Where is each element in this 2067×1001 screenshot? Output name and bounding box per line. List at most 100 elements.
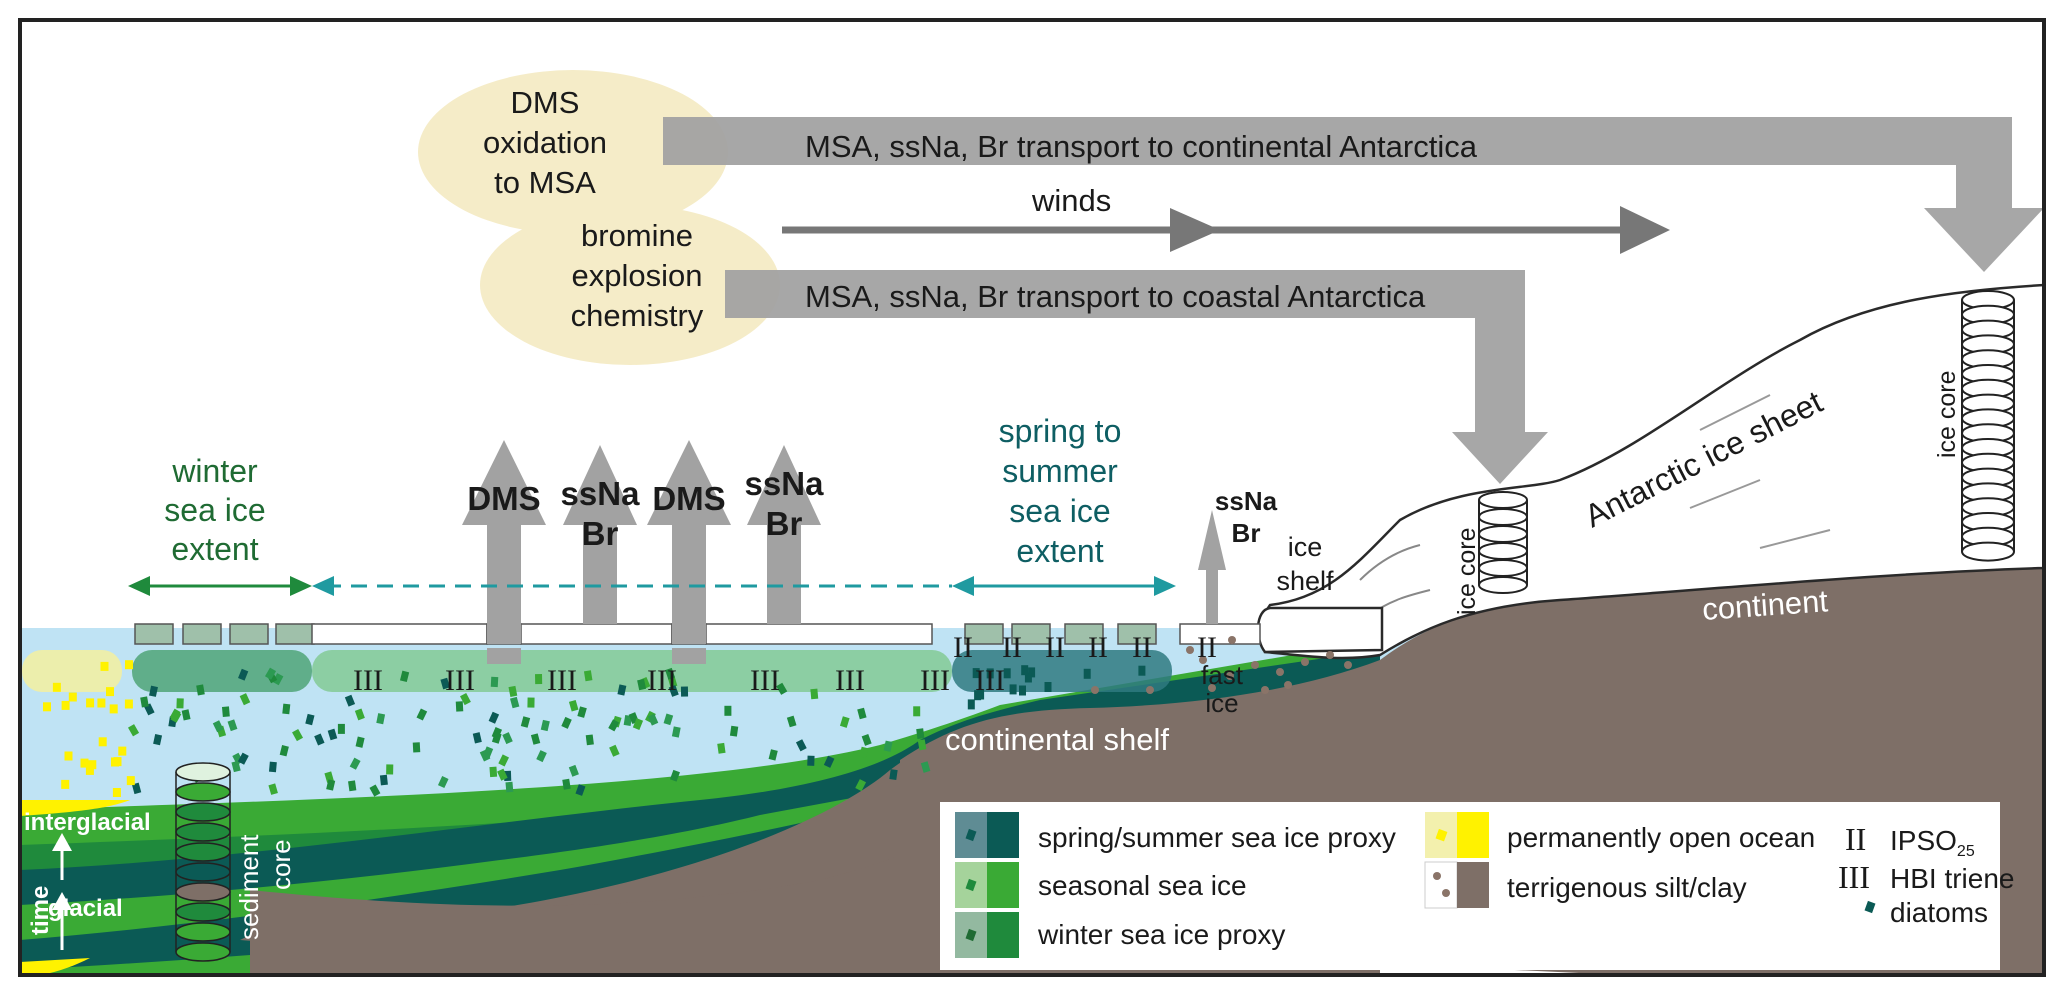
- diatom-open-ocean: [106, 687, 114, 697]
- diatom: [859, 746, 869, 759]
- diatom: [561, 716, 572, 729]
- diatom: [337, 723, 345, 734]
- sea-ice-floe: [1117, 623, 1157, 645]
- diatom-open-ocean: [61, 779, 70, 789]
- coastal-ice-core: [1478, 491, 1528, 594]
- diatom: [807, 755, 815, 766]
- diatom: [729, 725, 739, 737]
- winds-arrowhead-1: [1170, 208, 1220, 252]
- diatom: [717, 742, 726, 754]
- ipso25-mark: II: [1197, 631, 1217, 664]
- ssna-emission-arrow-3: [1198, 510, 1226, 624]
- ice-shelf-stroke: [1359, 544, 1421, 581]
- diatom: [857, 707, 867, 720]
- diatom-open-ocean: [98, 737, 107, 747]
- br-label-3: Br: [1232, 518, 1261, 548]
- diatom-open-ocean: [52, 682, 61, 692]
- diatom: [282, 703, 291, 715]
- legend-diatom-marker: [1435, 828, 1448, 842]
- spring-summer-proxy-zone: [952, 650, 1172, 692]
- diatom: [181, 709, 191, 721]
- diatom: [399, 670, 410, 683]
- sea-ice-floe: [1064, 623, 1104, 645]
- legend-ipso25-label: IPSO25: [1890, 825, 1975, 860]
- diatom-spring: [1019, 685, 1026, 696]
- dms-emission-arrow-1: [462, 440, 546, 624]
- diatom: [412, 742, 421, 753]
- diatom-spring: [972, 668, 980, 679]
- diatom: [131, 782, 142, 795]
- diatom: [861, 734, 872, 746]
- diatom: [585, 734, 594, 746]
- diatom: [212, 720, 224, 733]
- ice-sheet-stroke: [1759, 529, 1831, 549]
- time-label: time: [27, 886, 54, 935]
- diatom: [786, 715, 797, 728]
- time-arrow-head-1: [52, 892, 72, 910]
- diatom: [669, 769, 680, 782]
- ssna-label-3: ssNa: [1215, 486, 1278, 516]
- diatom: [437, 776, 449, 789]
- sea-ice-floe: [1011, 623, 1051, 645]
- diatom-spring: [1044, 682, 1052, 692]
- diatom: [668, 685, 679, 697]
- diatom-spring: [986, 668, 994, 679]
- silt-particle: [1208, 684, 1216, 692]
- core-disc: [175, 802, 231, 822]
- transport-coastal-label: MSA, ssNa, Br transport to coastal Antar…: [805, 279, 1426, 314]
- diatom: [577, 706, 587, 718]
- silt-particle: [1199, 656, 1207, 664]
- ipso25-mark: II: [1088, 631, 1108, 664]
- antarctic-ice-sheet: [1263, 283, 2044, 660]
- diatom: [386, 764, 394, 775]
- interglacial-label: interglacial: [24, 809, 151, 836]
- dms-arrow-base-2: [672, 648, 706, 664]
- coastal-ice-core-label: ice core: [1453, 527, 1481, 615]
- diatom: [349, 757, 361, 770]
- silt-particle: [1228, 636, 1236, 644]
- sediment-core-line-2: core: [266, 839, 296, 890]
- diatom-open-ocean: [61, 700, 70, 710]
- legend-hbi-label: HBI triene: [1890, 863, 2015, 894]
- silt-particle: [1326, 651, 1334, 659]
- winds-arrowhead-2: [1620, 206, 1670, 254]
- sea-ice-pack: [520, 623, 673, 645]
- diatom: [917, 739, 927, 751]
- diatom: [810, 688, 819, 700]
- legend-diatom-icon: [1864, 900, 1876, 914]
- legend-swatch-winter-dark: [987, 912, 1019, 958]
- spring-extent-line-1: spring to: [999, 413, 1122, 449]
- legend-label-seasonal: seasonal sea ice: [1038, 870, 1247, 901]
- sediment-core: [175, 762, 231, 962]
- diatom-spring: [1028, 667, 1036, 678]
- diatom: [169, 708, 181, 721]
- diatom: [292, 728, 304, 742]
- core-disc: [175, 882, 231, 902]
- diatom: [327, 728, 338, 741]
- ice-sheet-stroke: [1689, 479, 1761, 509]
- legend-swatch-silt-dark: [1457, 862, 1489, 908]
- diatom: [637, 678, 647, 691]
- spring-extent-head-right: [1154, 576, 1176, 596]
- figure-frame: [18, 18, 2046, 977]
- sea-ice-floes: [134, 623, 1157, 645]
- legend-silt-dot: [1433, 872, 1441, 880]
- diatom-open-ocean: [112, 788, 121, 797]
- dms-label-2: DMS: [652, 480, 725, 517]
- diatom-spring: [1003, 668, 1011, 679]
- sea-ice-floe: [964, 623, 1004, 645]
- core-disc: [1478, 525, 1528, 543]
- diatom: [239, 693, 251, 706]
- diatom: [505, 781, 514, 793]
- diatom: [510, 696, 520, 709]
- transport-continental-arrow: [663, 117, 2044, 272]
- winter-extent-line-1: winter: [171, 453, 258, 489]
- spring-extent-line-3: sea ice: [1009, 493, 1110, 529]
- diatom-spring: [974, 690, 982, 701]
- diatom: [227, 719, 238, 732]
- diatom: [855, 779, 867, 792]
- core-disc: [175, 842, 231, 862]
- dms-oxidation-line-2: oxidation: [483, 125, 607, 160]
- br-label-1: Br: [582, 515, 619, 552]
- winter-extent-line-3: extent: [171, 531, 258, 567]
